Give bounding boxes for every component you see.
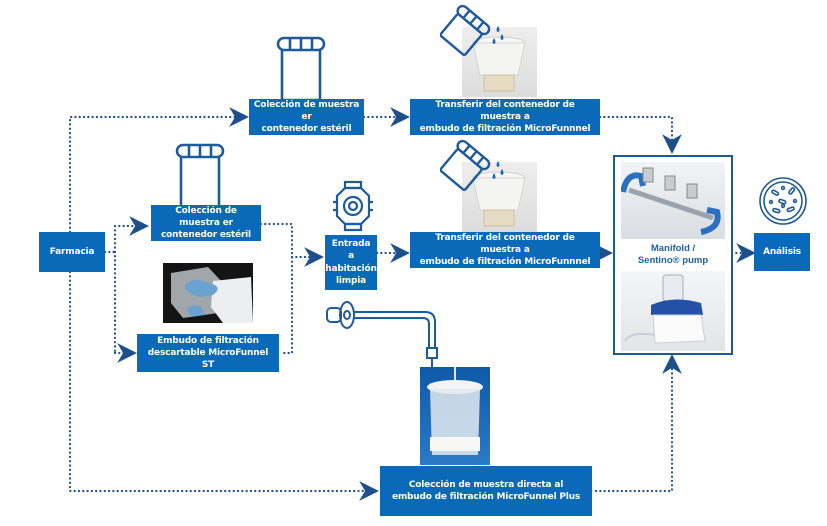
glove-handling-photo [163, 263, 253, 323]
node-coleccion-mid[interactable]: Colección de muestra er contenedor estér… [151, 205, 261, 241]
pour-container-icon [440, 139, 504, 191]
node-coleccion-directa[interactable]: Colección de muestra directa al embudo d… [380, 466, 592, 516]
manifold-photo [621, 162, 725, 239]
edge-farmacia-top [68, 107, 249, 234]
edge-branch-coleccion-mid [113, 226, 145, 355]
node-embudo-st[interactable]: Embudo de filtración descartable MicroFu… [137, 334, 279, 372]
microfunnel-plus-photo [420, 367, 490, 465]
petri-dish-icon [759, 177, 807, 225]
sentino-pump-photo [621, 271, 725, 351]
edge-directa-manifold [594, 354, 682, 493]
node-coleccion-top[interactable]: Colección de muestra er contenedor estér… [249, 99, 364, 135]
sample-container-icon [175, 143, 225, 209]
node-farmacia[interactable]: Farmacia [39, 232, 105, 272]
node-transferir-top[interactable]: Transferir del contenedor de muestra a e… [410, 99, 600, 135]
node-transferir-mid[interactable]: Transferir del contenedor de muestra a e… [410, 232, 600, 268]
edge-transferir-top-manifold [598, 115, 682, 154]
node-entrada[interactable]: Entrada a habitación limpia [325, 235, 377, 290]
manifold-sentino-panel: Manifold / Sentino® pump [613, 155, 733, 355]
pour-container-icon [440, 4, 504, 56]
edge-farmacia-bottom [68, 270, 379, 501]
sample-container-icon [276, 36, 326, 102]
cleanroom-passthrough-icon [333, 180, 373, 232]
manifold-label: Manifold / Sentino® pump [637, 243, 709, 266]
node-analisis[interactable]: Análisis [754, 233, 810, 271]
edge-coleccion-mid-entrada [246, 222, 294, 355]
sampling-tube-icon [326, 301, 438, 368]
microfunnel-photo [462, 162, 537, 232]
microfunnel-photo [462, 27, 537, 97]
